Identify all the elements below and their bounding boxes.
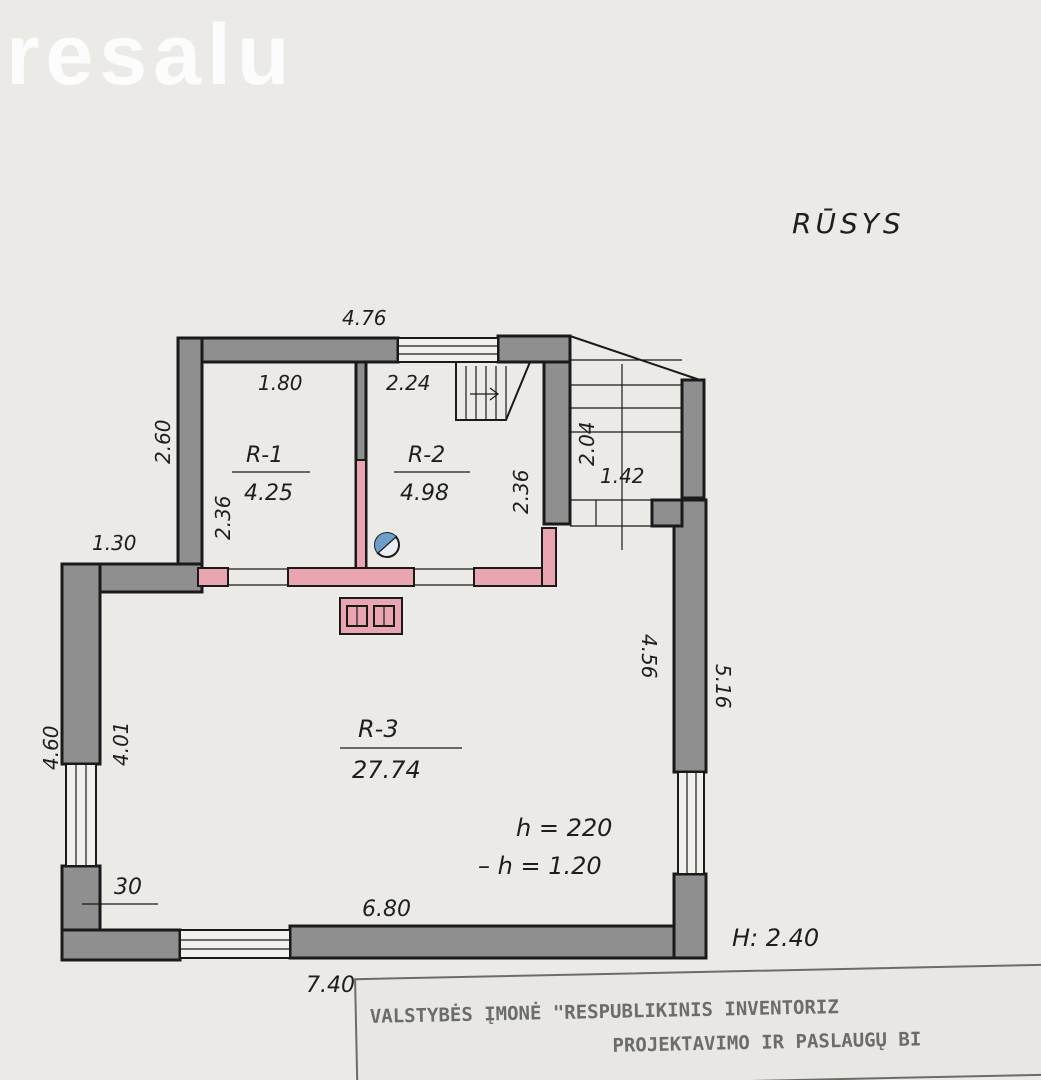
dim-room2-height: 2.36: [509, 469, 533, 514]
watermark-logo: resalu: [6, 7, 295, 103]
dim-room2-width: 2.24: [386, 371, 431, 395]
wall-stair-right: [680, 378, 706, 500]
dim-stair-width: 1.42: [600, 464, 645, 488]
stove-icon: [339, 597, 403, 635]
dim-top-width: 4.76: [342, 306, 387, 330]
wall-right-r2: [542, 360, 572, 526]
dim-left-upper-height: 2.60: [151, 419, 175, 464]
dim-wall-thickness: 30: [114, 875, 142, 900]
dim-right-inner: 4.56: [637, 634, 661, 679]
room-r1-id: R-1: [246, 443, 283, 468]
window-bottom: [179, 929, 291, 959]
meter-icon: [374, 532, 400, 558]
dim-left-offset: 1.30: [92, 531, 137, 555]
window-right: [677, 771, 705, 875]
dim-right-total: 5.16: [711, 664, 735, 709]
wall-pink-4: [541, 527, 557, 587]
wall-left-upper: [176, 336, 204, 572]
wall-stair-exit: [650, 498, 684, 528]
dim-room1-width: 1.80: [258, 371, 303, 395]
dim-left-total: 4.60: [39, 725, 63, 770]
wall-right-main: [672, 498, 708, 774]
wall-pink-2: [287, 567, 415, 587]
dim-room1-height: 2.36: [211, 495, 235, 540]
wall-bottom-right: [288, 924, 708, 960]
height-H: H: 2.40: [732, 924, 819, 952]
wall-bottom-left: [60, 928, 182, 962]
room-r1: R-1 4.25: [232, 443, 310, 506]
door-r2: [414, 568, 474, 586]
room-r2-area: 4.98: [400, 481, 449, 506]
height-minus-h: – h = 1.20: [478, 852, 602, 880]
wall-left-main: [60, 562, 102, 766]
height-h: h = 220: [516, 814, 612, 842]
dim-bottom-total: 7.40: [306, 973, 355, 998]
wall-pink-1: [197, 567, 229, 587]
dim-stair-height: 2.04: [575, 421, 599, 466]
room-r3-area: 27.74: [352, 756, 421, 784]
wall-top-right: [496, 334, 572, 364]
dim-left-inner: 4.01: [109, 721, 133, 766]
room-r3-id: R-3: [358, 715, 399, 743]
room-r1-area: 4.25: [244, 481, 293, 506]
wall-pink-partition: [355, 459, 367, 569]
window-left: [65, 763, 97, 867]
wall-top-left: [181, 336, 400, 364]
stairs-inner: [455, 361, 531, 421]
room-r2: R-2 4.98: [394, 443, 470, 506]
window-top: [397, 337, 499, 363]
wall-right-lower: [672, 872, 708, 960]
door-r1: [228, 568, 288, 586]
room-r2-id: R-2: [408, 443, 445, 468]
room-r3: R-3 27.74: [340, 715, 462, 784]
stairs-outer: [569, 335, 701, 550]
page-title: RŪSYS: [792, 206, 905, 240]
dim-bottom-inner: 6.80: [362, 897, 411, 922]
stamp: VALSTYBĖS ĮMONĖ "RESPUBLIKINIS INVENTORI…: [354, 963, 1041, 1080]
